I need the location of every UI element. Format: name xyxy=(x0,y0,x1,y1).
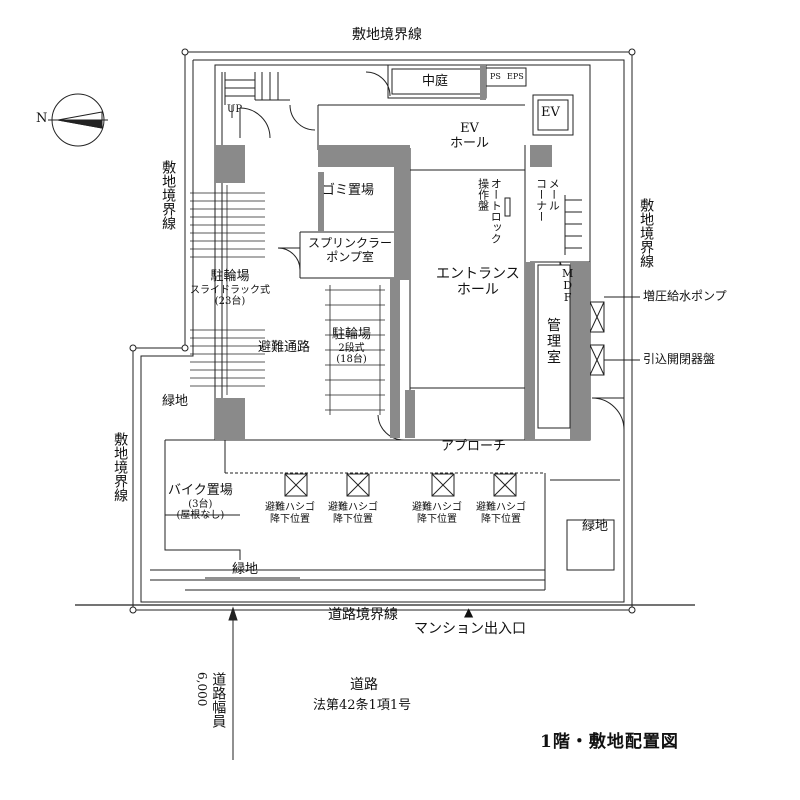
green-area-left-label: 緑地 xyxy=(162,394,189,409)
mansion-entrance-label: マンション出入口 xyxy=(414,621,526,637)
stair-up-label: UP xyxy=(227,104,243,115)
road-label: 道路 xyxy=(350,677,378,693)
mail-corner-label: メールコーナー xyxy=(534,178,561,222)
evacuation-ladder-label-3: 避難ハシゴ降下位置 xyxy=(412,502,462,525)
green-area-right-label: 緑地 xyxy=(582,519,609,534)
courtyard-label: 中庭 xyxy=(422,74,449,89)
evacuation-ladder-label-1: 避難ハシゴ降下位置 xyxy=(265,502,315,525)
motorbike-parking-label: バイク置場 (3台) (屋根なし) xyxy=(168,483,233,522)
garbage-room-label: ゴミ置場 xyxy=(322,183,375,198)
evacuation-ladder-marks xyxy=(284,473,517,497)
site-boundary-right-label: 敷地境界線 xyxy=(638,198,655,268)
eps-label: EPS xyxy=(507,72,524,81)
slide-bicycle-parking-label: 駐輪場 スライドラック式 (23台) xyxy=(190,269,270,308)
booster-pump-label: 増圧給水ポンプ xyxy=(643,289,727,303)
north-compass xyxy=(48,93,108,147)
drawing-title: 1階・敷地配置図 xyxy=(540,732,679,752)
approach-label: アプローチ xyxy=(441,439,507,454)
two-tier-bicycle-parking-label: 駐輪場 2段式 (18台) xyxy=(332,327,372,366)
green-area-bottom-label: 緑地 xyxy=(232,562,259,577)
road-boundary-label: 道路境界線 xyxy=(328,607,398,623)
ev-hall-label: EV ホール xyxy=(450,121,490,151)
site-boundary-left-lower-label: 敷地境界線 xyxy=(112,432,129,502)
evacuation-ladder-label-2: 避難ハシゴ降下位置 xyxy=(328,502,378,525)
autolock-panel-label: オートロック操作盤 xyxy=(476,178,503,244)
sprinkler-pump-room-label: スプリンクラー ポンプ室 xyxy=(308,236,393,264)
evacuation-path-label: 避難通路 xyxy=(258,340,311,355)
ps-label: PS xyxy=(490,72,501,81)
entrance-marker: ▲ xyxy=(464,605,474,619)
structural-walls xyxy=(215,65,590,440)
entrance-hall-label: エントランス ホール xyxy=(436,266,520,299)
road-law-label: 法第42条1項1号 xyxy=(313,698,412,713)
north-label: N xyxy=(36,111,48,126)
evacuation-ladder-label-4: 避難ハシゴ降下位置 xyxy=(476,502,526,525)
breaker-panel-label: 引込開閉器盤 xyxy=(643,352,716,366)
management-room-label: 管 理 室 xyxy=(547,318,561,366)
site-boundary-left-upper-label: 敷地境界線 xyxy=(160,160,177,230)
elevator-label: EV xyxy=(541,105,560,120)
site-boundary-top-label: 敷地境界線 xyxy=(352,27,422,43)
ev-shaft xyxy=(532,94,574,136)
mdf-label: M D F xyxy=(562,267,574,304)
